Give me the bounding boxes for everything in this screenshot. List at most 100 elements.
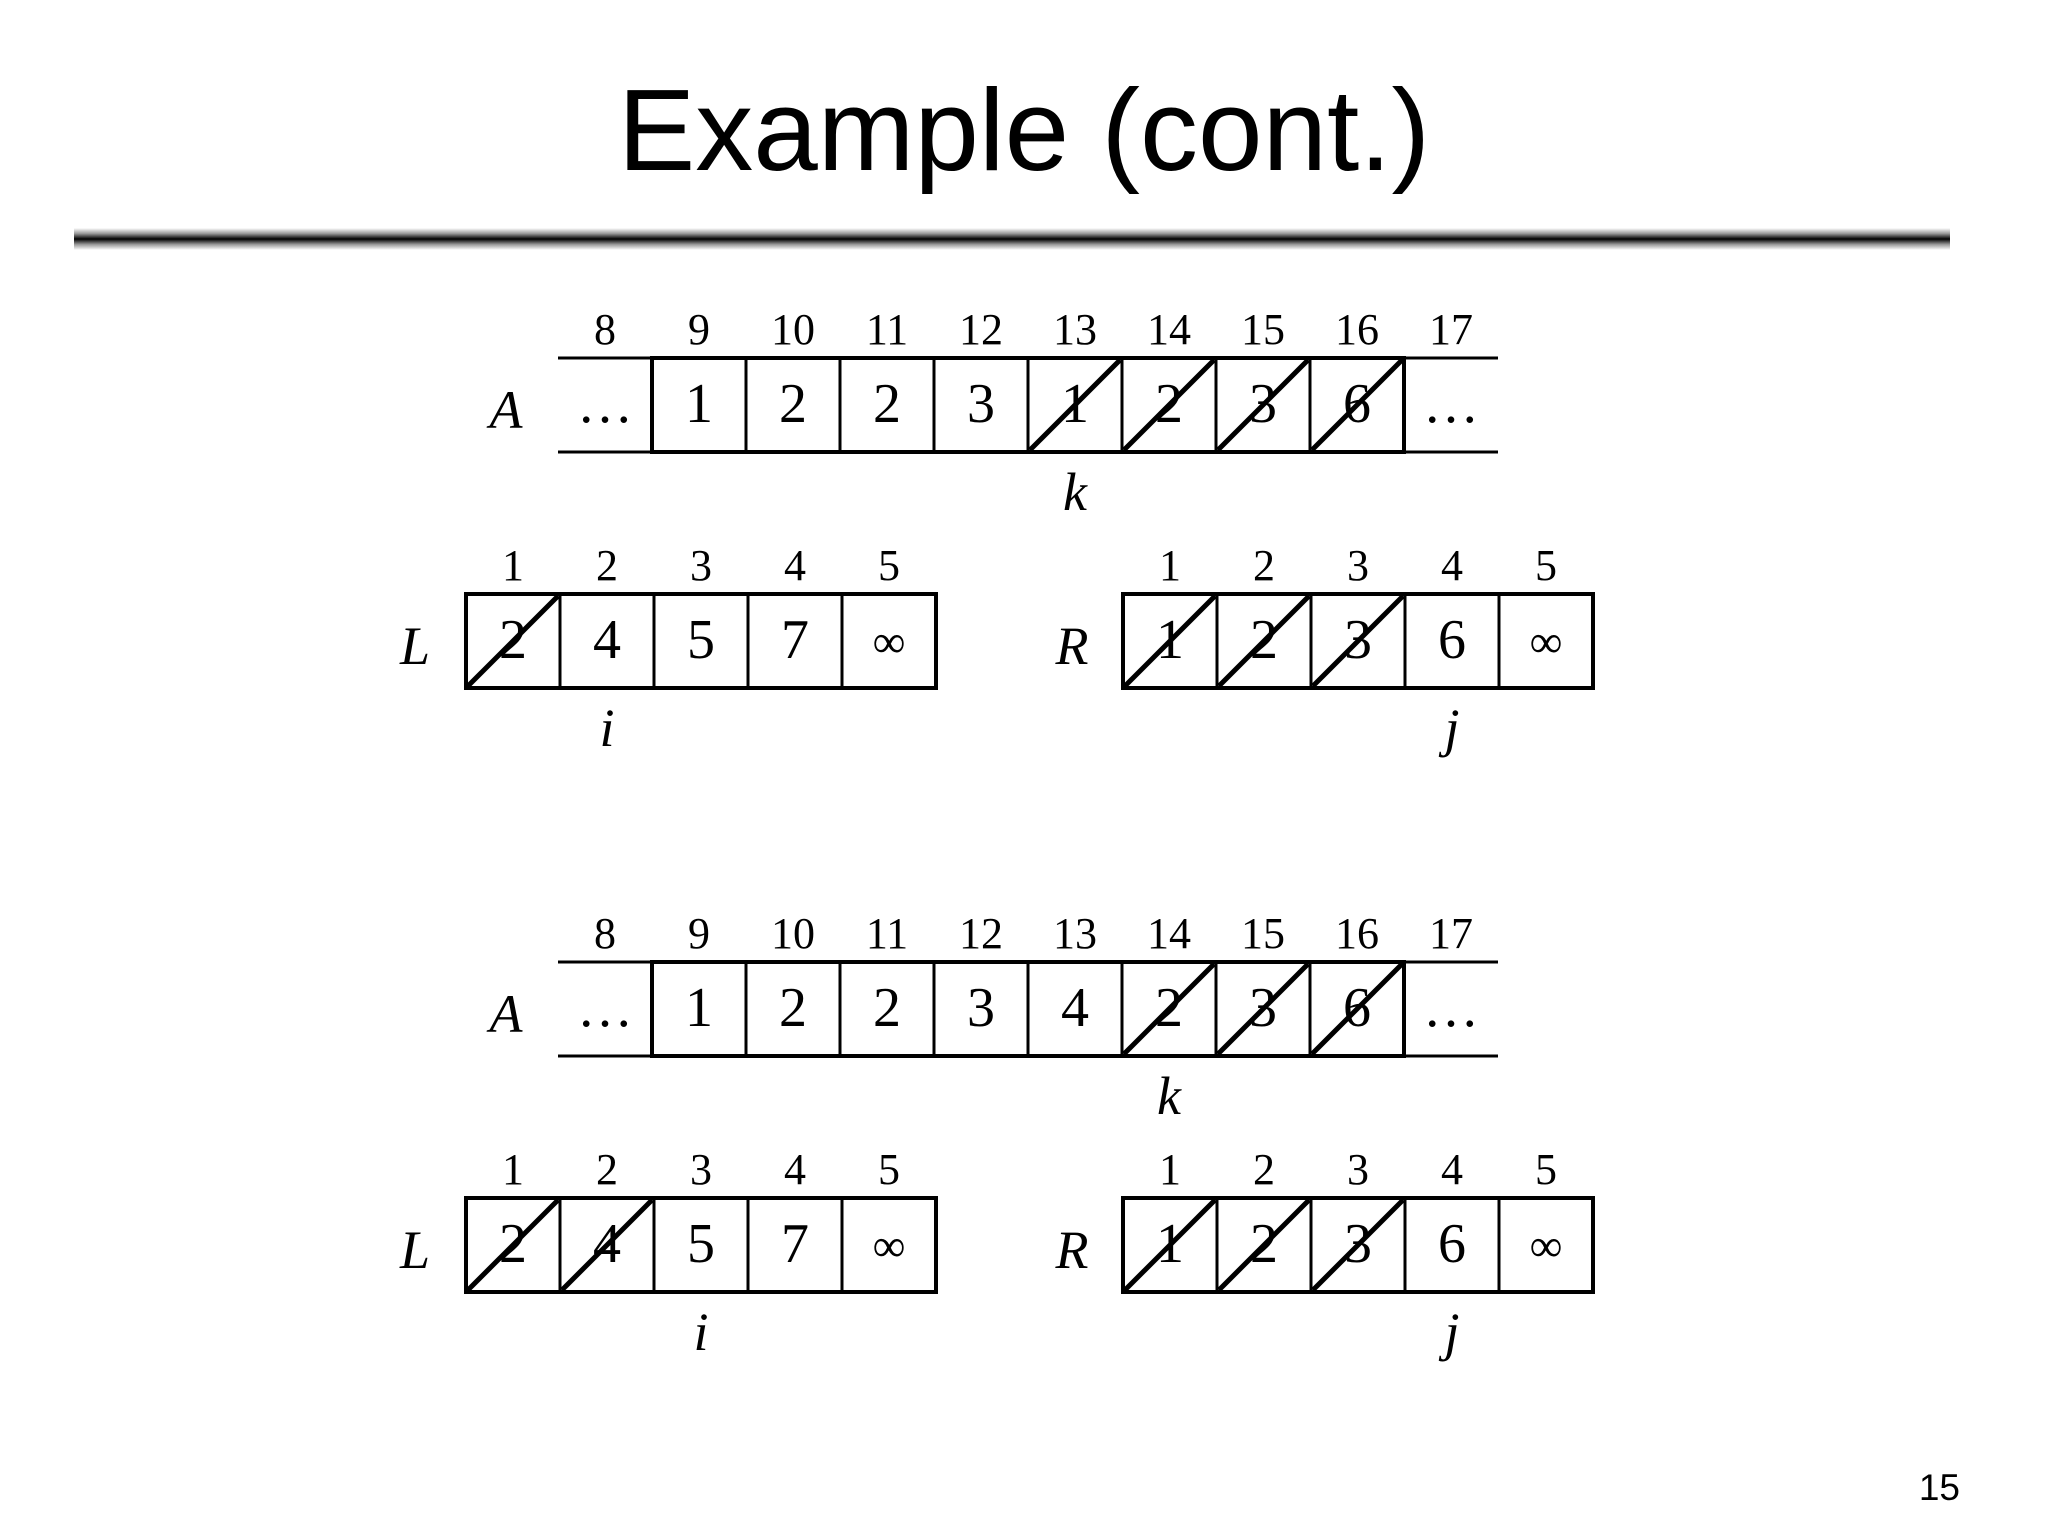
step1-array-l-index-label: 4 [784, 541, 806, 590]
step2-array-a-index-label: 12 [959, 909, 1003, 958]
step1-array-a-cell-value: 2 [779, 373, 807, 435]
step2-array-r-cross-out [1311, 1198, 1405, 1292]
step1-array-a-cell-value: … [1423, 373, 1479, 435]
step2-array-l-index-label: 5 [878, 1145, 900, 1194]
step1-array-r-cross-out [1123, 594, 1217, 688]
step2-array-a-index-label: 10 [771, 909, 815, 958]
step2-array-l-index-label: 1 [502, 1145, 524, 1194]
step1-array-r-pointer-label: j [1438, 698, 1459, 758]
step1-array-l-pointer-label: i [599, 698, 614, 758]
step1-array-a-index-label: 16 [1335, 305, 1379, 354]
step2-array-l-name-label: L [399, 1220, 430, 1280]
step1-array-a-index-label: 14 [1147, 305, 1191, 354]
step2-array-l-cell-value: 5 [687, 1213, 715, 1275]
step1-array-r-index-label: 4 [1441, 541, 1463, 590]
step1-array-r-index-label: 1 [1159, 541, 1181, 590]
step2-array-a-index-label: 11 [866, 909, 908, 958]
step2-array-a-pointer-label: k [1157, 1066, 1182, 1126]
step1-array-a-index-label: 11 [866, 305, 908, 354]
step1-array-r-cells-frame [1121, 592, 1595, 690]
step2-array-a-index-label: 15 [1241, 909, 1285, 958]
step1-array-r-index-label: 5 [1535, 541, 1557, 590]
page-number: 15 [1918, 1467, 1960, 1508]
step1-array-r-name-label: R [1055, 616, 1089, 676]
step1-array-a-cross-out [1216, 358, 1310, 452]
step2-array-l-cross-out [466, 1198, 560, 1292]
step2-array-r-index-label: 2 [1253, 1145, 1275, 1194]
step2-array-a-cross-out [1310, 962, 1404, 1056]
step2-array-r-index-label: 1 [1159, 1145, 1181, 1194]
step1-array-a-cell-value: 1 [685, 373, 713, 435]
step1-array-a-index-label: 12 [959, 305, 1003, 354]
step2-array-l-index-label: 3 [690, 1145, 712, 1194]
step1-array-a-cell-value: 2 [873, 373, 901, 435]
step2-array-l-pointer-label: i [693, 1302, 708, 1362]
step1-array-l-index-label: 2 [596, 541, 618, 590]
step2-array-l-index-label: 2 [596, 1145, 618, 1194]
step2-array-r-cross-out [1217, 1198, 1311, 1292]
step1-array-a-pointer-label: k [1063, 462, 1088, 522]
step2-array-a-cell-value: 4 [1061, 977, 1089, 1039]
step2-array-l-cell-value: 7 [781, 1213, 809, 1275]
step2-array-a-index-label: 9 [688, 909, 710, 958]
step2-array-r-name-label: R [1055, 1220, 1089, 1280]
step2-array-a-cross-out [1122, 962, 1216, 1056]
step2-array-a-cell-value: … [1423, 977, 1479, 1039]
step1-array-a-cell-value: … [577, 373, 633, 435]
step2-array-r-cross-out [1123, 1198, 1217, 1292]
step1-array-r-cross-out [1217, 594, 1311, 688]
step2-array-r-pointer-label: j [1438, 1302, 1459, 1362]
step1-array-a-cell-value: 3 [967, 373, 995, 435]
step1-array-r-cross-out [1311, 594, 1405, 688]
step2-array-a-cell-value: … [577, 977, 633, 1039]
step1-array-r-index-label: 2 [1253, 541, 1275, 590]
step2-array-r-index-label: 5 [1535, 1145, 1557, 1194]
step2-array-a-index-label: 13 [1053, 909, 1097, 958]
step2-array-a-name-label: A [487, 984, 524, 1044]
step1-array-a-cross-out [1122, 358, 1216, 452]
step1-array-r-cell-value: ∞ [1530, 616, 1563, 667]
step2-array-r-index-label: 4 [1441, 1145, 1463, 1194]
step2-array-l-cell-value: ∞ [873, 1220, 906, 1271]
title-divider [74, 228, 1950, 250]
step1-array-a-cross-out [1028, 358, 1122, 452]
step1-array-a-index-label: 17 [1429, 305, 1473, 354]
step2-array-a-cross-out [1216, 962, 1310, 1056]
step1-array-l-cell-value: 4 [593, 609, 621, 671]
step2-array-a-index-label: 8 [594, 909, 616, 958]
step1-array-a-index-label: 10 [771, 305, 815, 354]
step2-array-l-cells-frame [464, 1196, 938, 1294]
step2-array-a-cell-value: 1 [685, 977, 713, 1039]
step2-array-r-cell-value: ∞ [1530, 1220, 1563, 1271]
step1-array-l-cell-value: ∞ [873, 616, 906, 667]
step1-array-l-cell-value: 7 [781, 609, 809, 671]
slide-title: Example (cont.) [617, 65, 1431, 195]
step2-array-r-cell-value: 6 [1438, 1213, 1466, 1275]
step1-array-l-index-label: 3 [690, 541, 712, 590]
step2-array-r-index-label: 3 [1347, 1145, 1369, 1194]
step1-array-a-index-label: 15 [1241, 305, 1285, 354]
step2-array-a-index-label: 14 [1147, 909, 1191, 958]
step2-array-a-cell-value: 2 [779, 977, 807, 1039]
step2-array-a-cell-value: 2 [873, 977, 901, 1039]
step1-array-l-index-label: 5 [878, 541, 900, 590]
step1-array-l-cells-frame [464, 592, 938, 690]
step2-array-r-cells-frame [1121, 1196, 1595, 1294]
step1-array-a-cross-out [1310, 358, 1404, 452]
step1-array-l-cell-value: 5 [687, 609, 715, 671]
step2-array-a-index-label: 16 [1335, 909, 1379, 958]
step1-array-l-name-label: L [399, 616, 430, 676]
step1-array-r-index-label: 3 [1347, 541, 1369, 590]
step1-array-a-name-label: A [487, 380, 524, 440]
step2-array-a-cell-value: 3 [967, 977, 995, 1039]
step1-array-r-cell-value: 6 [1438, 609, 1466, 671]
step1-array-a-index-label: 9 [688, 305, 710, 354]
step2-array-a-index-label: 17 [1429, 909, 1473, 958]
step2-array-l-cross-out [560, 1198, 654, 1292]
step1-array-l-cross-out [466, 594, 560, 688]
step1-array-a-index-label: 8 [594, 305, 616, 354]
step1-array-l-index-label: 1 [502, 541, 524, 590]
step1-array-a-index-label: 13 [1053, 305, 1097, 354]
step2-array-l-index-label: 4 [784, 1145, 806, 1194]
